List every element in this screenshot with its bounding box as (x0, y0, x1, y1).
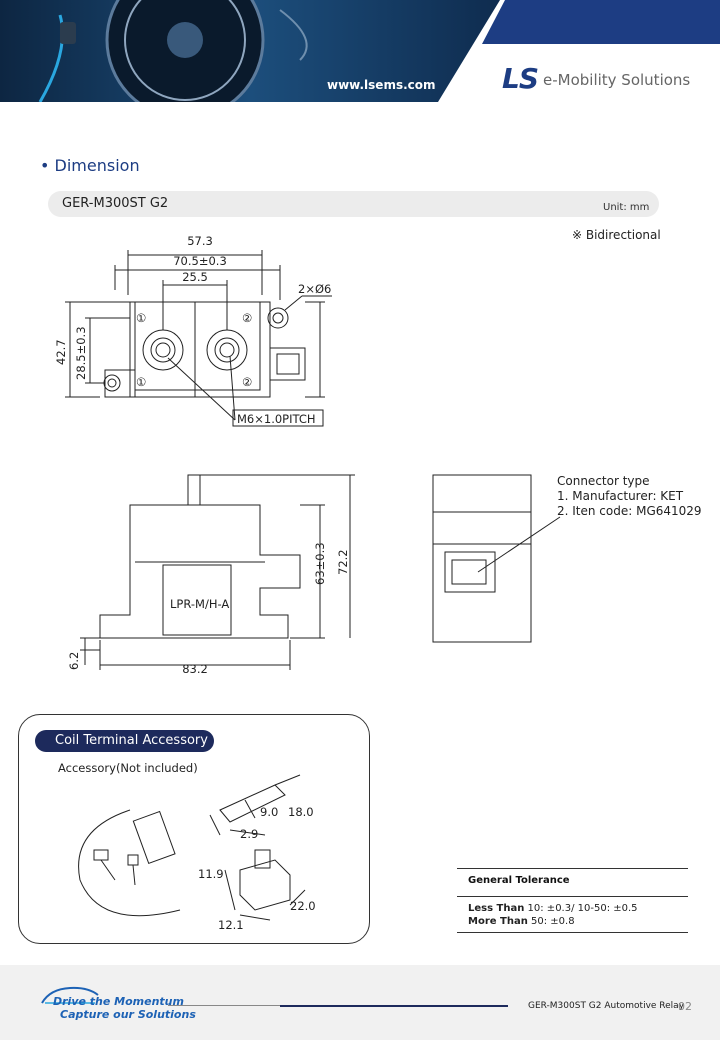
divider (457, 868, 688, 869)
connector-type-line: 2. Iten code: MG641029 (557, 504, 702, 518)
dim-label: M6×1.0PITCH (237, 412, 316, 426)
dim-label: 28.5±0.3 (74, 326, 88, 380)
ls-logo: LS (502, 62, 539, 95)
dim-label: 6.2 (67, 652, 81, 670)
tolerance-row: Less Than 10: ±0.3/ 10-50: ±0.5 (468, 903, 638, 914)
relay-label: LPR-M/H-A (170, 597, 229, 611)
tolerance-row-label: Less Than (468, 903, 525, 914)
dim-label: 22.0 (290, 899, 316, 913)
connector-view-drawing: Connector type 1. Manufacturer: KET 2. I… (432, 474, 702, 643)
tolerance-row: More Than 50: ±0.8 (468, 916, 575, 927)
dim-label: 72.2 (336, 549, 350, 575)
tolerance-row-value: 10: ±0.3/ 10-50: ±0.5 (524, 903, 638, 914)
website-url[interactable]: www.lsems.com (327, 78, 436, 92)
bullet-icon: • (40, 156, 50, 175)
dim-label: 18.0 (288, 805, 314, 819)
accessory-title: Coil Terminal Accessory (55, 733, 208, 748)
tolerance-row-value: 50: ±0.8 (527, 916, 575, 927)
divider (457, 896, 688, 897)
footer (0, 965, 720, 1040)
footer-divider (168, 1005, 368, 1006)
header-banner: www.lsems.com LS e-Mobility Solutions (0, 0, 720, 102)
footer-doc-label: GER-M300ST G2 Automotive Relay (528, 1001, 685, 1011)
tolerance-title: General Tolerance (468, 875, 570, 886)
tolerance-row-label: More Than (468, 916, 528, 927)
terminal-mark: ① (136, 311, 146, 325)
section-title: • Dimension (40, 156, 140, 175)
dim-label: 9.0 (260, 805, 278, 819)
terminal-mark: ② (242, 311, 252, 325)
dim-label: 70.5±0.3 (173, 254, 227, 268)
unit-label: Unit: mm (603, 202, 650, 213)
model-bar (48, 191, 659, 217)
accessory-title-pill (35, 730, 214, 752)
dim-label: 83.2 (182, 662, 208, 676)
accessory-subtitle: Accessory(Not included) (58, 761, 198, 775)
accessory-drawing: 9.0 18.0 2.9 11.9 22.0 12.1 (78, 774, 316, 932)
connector-type-line: Connector type (557, 474, 650, 488)
dim-label: 63±0.3 (313, 542, 327, 585)
connector-type-line: 1. Manufacturer: KET (557, 489, 684, 503)
banner-graphic (0, 0, 720, 102)
brand-tagline: e-Mobility Solutions (543, 71, 691, 89)
footer-divider-accent (280, 1005, 508, 1007)
terminal-mark: ① (136, 375, 146, 389)
dim-label: 12.1 (218, 918, 244, 932)
slogan-line1: Drive the Momentum (53, 995, 184, 1008)
slogan-line2: Capture our Solutions (60, 1008, 196, 1021)
page-number: 02 (678, 1000, 692, 1013)
bidirectional-note: ※ Bidirectional (572, 228, 661, 242)
dim-label: 25.5 (182, 270, 208, 284)
dim-label: 2×Ø6 (298, 282, 331, 296)
dim-label: 11.9 (198, 867, 224, 881)
navy-band (482, 0, 720, 44)
front-view-drawing: LPR-M/H-A 63±0.3 72.2 6.2 83.2 (67, 474, 355, 676)
accessory-box (18, 714, 370, 944)
divider (457, 932, 688, 933)
top-view-drawing: 57.3 70.5±0.3 25.5 2×Ø6 42.7 28.5±0.3 M6… (54, 234, 332, 427)
dim-label: 2.9 (240, 827, 258, 841)
section-title-text: Dimension (54, 156, 140, 175)
dim-label: 57.3 (187, 234, 213, 248)
terminal-mark: ② (242, 375, 252, 389)
model-name: GER-M300ST G2 (62, 196, 169, 211)
car-logo-icon (41, 986, 99, 1004)
dim-label: 42.7 (54, 339, 68, 365)
